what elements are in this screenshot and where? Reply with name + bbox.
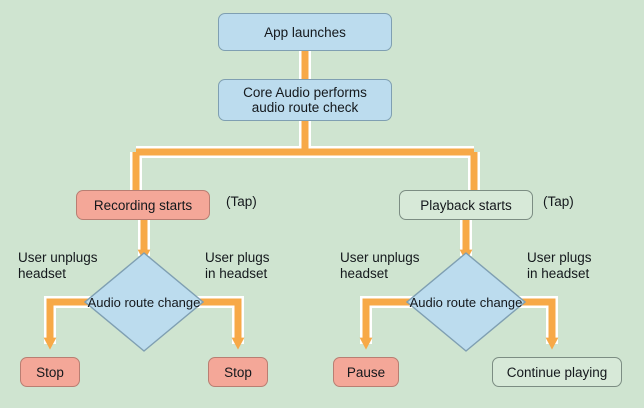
caption-user-unplugs-headset-left: User unplugs headset	[18, 250, 98, 281]
node-audio-route-change-left[interactable]: Audio route change	[84, 252, 204, 352]
node-core-audio-route-check[interactable]: Core Audio performs audio route check	[218, 79, 392, 121]
node-continue-playing[interactable]: Continue playing	[492, 357, 622, 387]
node-pause[interactable]: Pause	[333, 357, 399, 387]
diamond-shape	[406, 252, 526, 352]
node-recording-starts[interactable]: Recording starts	[76, 190, 210, 220]
caption-tap-left: (Tap)	[226, 194, 257, 209]
caption-user-unplugs-headset-right: User unplugs headset	[340, 250, 420, 281]
caption-tap-right: (Tap)	[543, 194, 574, 209]
node-playback-starts[interactable]: Playback starts	[399, 190, 533, 220]
node-app-launches[interactable]: App launches	[218, 13, 392, 51]
caption-user-plugs-in-headset-left: User plugs in headset	[205, 250, 270, 281]
node-stop-left[interactable]: Stop	[20, 357, 80, 387]
diamond-shape	[84, 252, 204, 352]
node-stop-right[interactable]: Stop	[208, 357, 268, 387]
caption-user-plugs-in-headset-right: User plugs in headset	[527, 250, 592, 281]
node-audio-route-change-right[interactable]: Audio route change	[406, 252, 526, 352]
